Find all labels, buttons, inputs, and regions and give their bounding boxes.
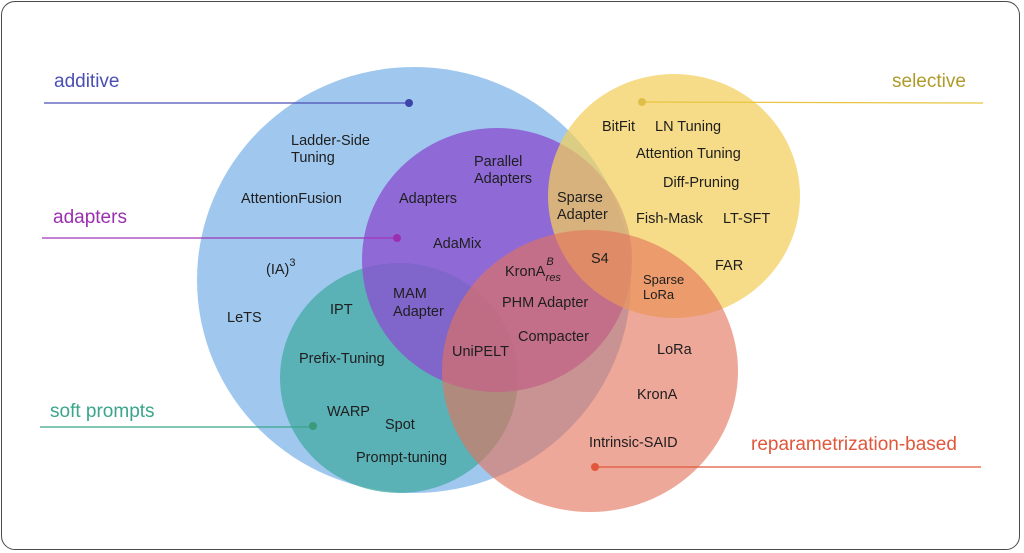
method-sparse-adapter-line2: Adapter	[557, 207, 608, 223]
method-prefix-tuning: Prefix-Tuning	[299, 351, 385, 367]
method-attention-fusion: AttentionFusion	[241, 191, 342, 207]
method-lets: LeTS	[227, 310, 262, 326]
soft-prompts-dot	[309, 422, 317, 430]
method-adapters: Adapters	[399, 191, 457, 207]
method-lt-sft: LT-SFT	[723, 211, 770, 227]
method-spot: Spot	[385, 417, 415, 433]
category-adapters: adapters	[53, 207, 127, 228]
reparametrization-leader	[591, 463, 981, 471]
method-intrinsic-said: Intrinsic-SAID	[589, 435, 678, 451]
method-ln-tuning: LN Tuning	[655, 119, 721, 135]
method-mam-adapter-line1: MAM	[393, 286, 427, 302]
method-prompt-tuning: Prompt-tuning	[356, 450, 447, 466]
method-compacter: Compacter	[518, 329, 589, 345]
selective-dot	[638, 98, 646, 106]
method-ladder-side-tuning-line1: Ladder-Side	[291, 133, 370, 149]
selective-leader	[638, 98, 984, 106]
method-adamix: AdaMix	[433, 236, 482, 252]
reparametrization-dot	[591, 463, 599, 471]
method-warp: WARP	[327, 404, 370, 420]
method-sparse-lora-line2: LoRa	[643, 287, 675, 302]
category-soft-prompts: soft prompts	[50, 401, 155, 422]
method-ipt: IPT	[330, 302, 353, 318]
method-fish-mask: Fish-Mask	[636, 211, 704, 227]
method-sparse-adapter-line1: Sparse	[557, 190, 603, 206]
method-mam-adapter-line2: Adapter	[393, 304, 444, 320]
method-unipelt: UniPELT	[452, 344, 509, 360]
method-krona: KronA	[637, 387, 678, 403]
method-parallel-adapters-line1: Parallel	[474, 154, 522, 170]
additive-leader	[44, 99, 413, 107]
method-far: FAR	[715, 258, 743, 274]
method-attention-tuning: Attention Tuning	[636, 146, 741, 162]
adapters-leader	[42, 234, 401, 242]
reparametrization-circle	[442, 230, 738, 512]
method-parallel-adapters-line2: Adapters	[474, 171, 532, 187]
category-selective: selective	[892, 71, 966, 92]
method-ia3: (IA)3	[266, 257, 295, 278]
soft-prompts-leader	[40, 422, 317, 430]
adapters-dot	[393, 234, 401, 242]
method-s4: S4	[591, 251, 609, 267]
method-diff-pruning: Diff-Pruning	[663, 175, 739, 191]
method-ladder-side-tuning-line2: Tuning	[291, 150, 335, 166]
method-bitfit: BitFit	[602, 119, 635, 135]
method-lora: LoRa	[657, 342, 693, 358]
category-reparametrization: reparametrization-based	[751, 434, 957, 455]
method-sparse-lora-line1: Sparse	[643, 272, 684, 287]
method-phm-adapter: PHM Adapter	[502, 295, 588, 311]
additive-dot	[405, 99, 413, 107]
category-additive: additive	[54, 71, 120, 92]
